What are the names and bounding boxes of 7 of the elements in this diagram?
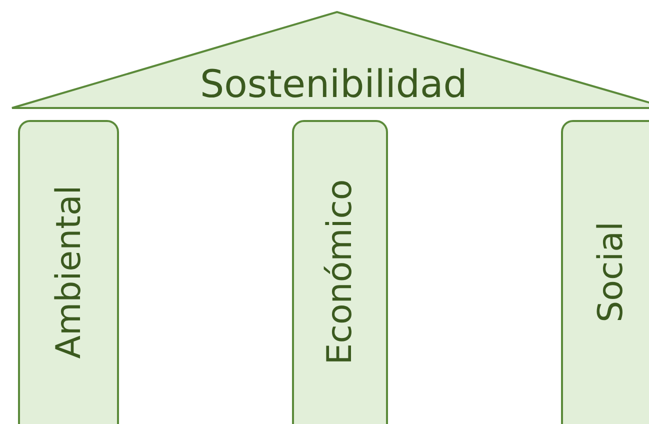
pillar-label: Social bbox=[591, 222, 631, 322]
pillar-box bbox=[561, 120, 649, 424]
pillar-box bbox=[292, 120, 388, 424]
pillar-box bbox=[18, 120, 119, 424]
roof-title: Sostenibilidad bbox=[200, 62, 468, 106]
pillar-label: Ambiental bbox=[48, 185, 88, 359]
pillar-label: Económico bbox=[320, 179, 360, 365]
